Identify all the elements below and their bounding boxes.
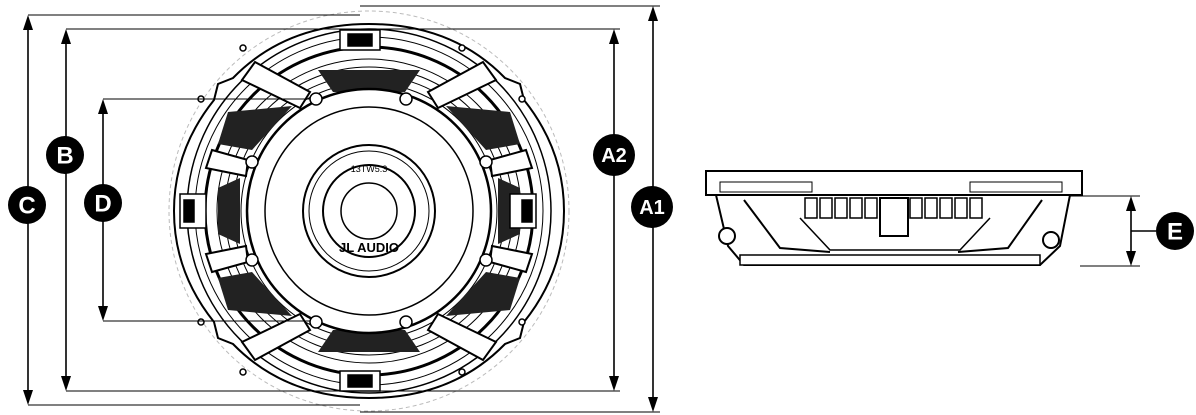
badge-b: B [46, 136, 84, 174]
brand-label: JL AUDIO [339, 240, 399, 255]
side-frame-tab-left [719, 181, 813, 193]
side-strut-right [957, 199, 1043, 253]
cone-segment-top-right [446, 106, 520, 150]
mounting-hole-icon [518, 318, 526, 326]
grille-bar-left-lower [204, 244, 250, 274]
badge-a1-label: A1 [639, 197, 665, 219]
side-slat [909, 197, 923, 219]
grille-bar-right-upper [488, 148, 534, 178]
cone-segment-left [218, 178, 240, 244]
dimension-lines [23, 5, 660, 413]
side-terminal [879, 197, 909, 237]
badge-a1: A1 [631, 186, 673, 228]
badge-e: E [1156, 212, 1194, 250]
screw-icon [245, 155, 259, 169]
screw-icon [245, 253, 259, 267]
side-slat [819, 197, 833, 219]
grille [204, 60, 534, 362]
side-slat [924, 197, 938, 219]
terminal-bottom-contact [347, 374, 373, 388]
grille-bar-left-upper [204, 148, 250, 178]
screw-icon [479, 155, 493, 169]
dimension-e [1070, 195, 1156, 267]
side-view [705, 170, 1083, 266]
side-strut-left [743, 199, 831, 253]
front-view: 13TW5.3 JL AUDIO [168, 10, 570, 412]
badge-c-label: C [18, 193, 35, 220]
side-bottom-plate [739, 254, 1041, 266]
badge-d: D [84, 184, 122, 222]
cone-segment-top-left [218, 106, 292, 150]
cone-segment-bottom-right [446, 272, 520, 316]
side-slat [849, 197, 863, 219]
terminal-top-contact [347, 33, 373, 47]
mounting-hole-icon [239, 44, 247, 52]
screw-icon [309, 315, 323, 329]
grille-bar-bottom-right [426, 312, 498, 362]
screw-icon [479, 253, 493, 267]
side-slat [804, 197, 818, 219]
side-basket-slats [804, 197, 983, 219]
badge-c: C [8, 186, 46, 224]
mounting-hole-icon [239, 368, 247, 376]
mounting-hole-icon [197, 318, 205, 326]
mounting-hole-icon [458, 368, 466, 376]
dust-cap-center [340, 182, 398, 240]
badge-b-label: B [56, 143, 73, 170]
side-slat [954, 197, 968, 219]
cone-segment-top [318, 70, 420, 92]
grille-bar-top-right [426, 60, 498, 110]
mounting-cutout-circle [168, 10, 570, 412]
side-slat [969, 197, 983, 219]
screw-icon [399, 315, 413, 329]
side-frame-tab-right [969, 181, 1063, 193]
side-slat [939, 197, 953, 219]
grille-bar-bottom-left [240, 312, 312, 362]
screw-icon [309, 92, 323, 106]
mounting-hole-icon [518, 95, 526, 103]
grille-bar-top-left [240, 60, 312, 110]
terminal-right-contact [521, 199, 533, 223]
side-strut-center [799, 217, 991, 251]
badge-d-label: D [94, 191, 111, 218]
screws [197, 44, 526, 376]
grille-bar-right-lower [488, 244, 534, 274]
mounting-hole-icon [458, 44, 466, 52]
terminal-left-contact [183, 199, 195, 223]
model-label: 13TW5.3 [351, 164, 388, 174]
side-mount-left-icon [718, 227, 736, 245]
screw-icon [399, 92, 413, 106]
dust-cap-inner-ring [308, 150, 430, 272]
cone-segment-bottom-left [218, 272, 292, 316]
badge-e-label: E [1167, 219, 1183, 246]
side-slat [834, 197, 848, 219]
side-slat [864, 197, 878, 219]
terminals [179, 29, 537, 392]
badge-a2: A2 [593, 134, 635, 176]
cone-segment-bottom [318, 330, 420, 352]
side-mount-right-icon [1042, 231, 1060, 249]
badge-a2-label: A2 [601, 145, 627, 167]
